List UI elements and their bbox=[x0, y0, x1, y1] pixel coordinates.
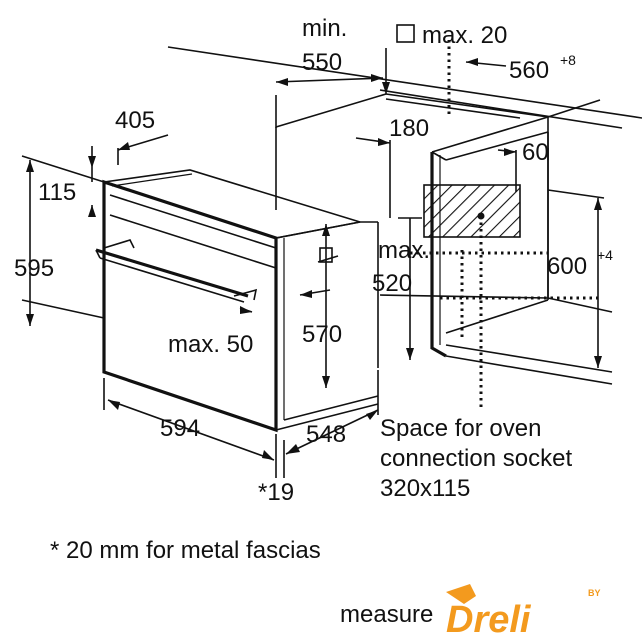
cabinet-niche bbox=[167, 40, 642, 410]
label-60: 60 bbox=[522, 139, 549, 166]
label-550: 550 bbox=[302, 49, 342, 76]
brand-tag: BY bbox=[588, 588, 601, 598]
label-560-tolerance: +8 bbox=[560, 52, 576, 68]
label-min: min. bbox=[302, 15, 347, 42]
label-600: 600 bbox=[547, 253, 587, 280]
socket-note-line1: Space for oven bbox=[380, 415, 541, 442]
socket-note-line2: connection socket bbox=[380, 445, 572, 472]
label-570: 570 bbox=[302, 321, 342, 348]
label-max20: max. 20 bbox=[422, 22, 507, 49]
brand-wordmark: Dreli bbox=[446, 599, 532, 640]
label-548: 548 bbox=[306, 421, 346, 448]
label-180: 180 bbox=[389, 115, 429, 142]
label-max50: max. 50 bbox=[168, 331, 253, 358]
label-19: *19 bbox=[258, 479, 294, 506]
label-594: 594 bbox=[160, 415, 200, 442]
measure-caption: measure bbox=[340, 601, 433, 628]
label-560: 560 bbox=[509, 57, 549, 84]
dreli-logo: Dreli BY bbox=[436, 584, 608, 640]
label-600-tolerance: +4 bbox=[597, 247, 613, 263]
dimension-lines bbox=[21, 48, 605, 478]
label-115: 115 bbox=[38, 179, 76, 206]
label-max520-prefix: max. bbox=[378, 237, 430, 264]
connection-socket-area bbox=[423, 184, 521, 238]
label-520: 520 bbox=[372, 270, 412, 297]
label-405: 405 bbox=[115, 107, 155, 134]
label-595: 595 bbox=[14, 255, 54, 282]
oven-unit bbox=[95, 169, 379, 433]
square-symbol bbox=[396, 24, 415, 43]
fascia-footnote: * 20 mm for metal fascias bbox=[50, 537, 321, 564]
socket-note-line3: 320x115 bbox=[380, 475, 470, 502]
